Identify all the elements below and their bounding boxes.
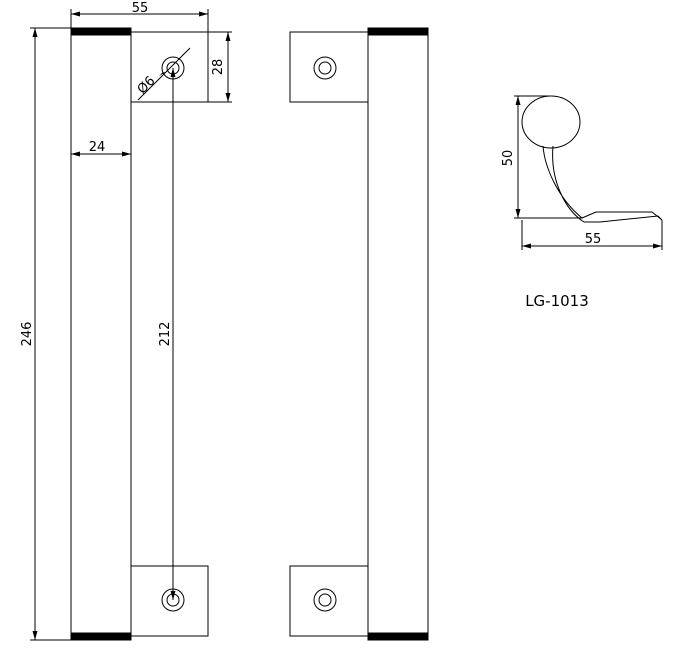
- dim-hole-spacing: 212: [158, 322, 173, 347]
- bar-cap-bottom: [367, 632, 429, 641]
- bar-cap-top: [367, 27, 429, 36]
- mount-block-top: [289, 31, 369, 103]
- screw-hole-inner: [318, 593, 332, 607]
- profile-view: [514, 95, 663, 250]
- model-code: LG-1013: [525, 292, 589, 310]
- front-view-left: [30, 9, 232, 641]
- dim-overall-length: 246: [20, 322, 35, 347]
- dim-profile-height: 50: [501, 150, 516, 167]
- handle-bar: [70, 27, 132, 641]
- screw-hole-outer: [313, 588, 337, 612]
- profile-arm: [542, 145, 663, 223]
- mount-block-bottom: [130, 565, 209, 637]
- dim-bar-width: 24: [89, 140, 106, 155]
- screw-hole-outer: [313, 56, 337, 80]
- dim-overall-width: 55: [132, 1, 149, 16]
- dim-hole-diameter: Ø6: [135, 74, 159, 98]
- bar-cap-bottom: [70, 632, 132, 641]
- bar-cap-top: [70, 27, 132, 36]
- profile-knob: [521, 95, 581, 149]
- handle-bar: [367, 27, 429, 641]
- dim-mount-height: 28: [211, 59, 226, 76]
- front-view-right: [289, 27, 429, 641]
- mount-block-top: [130, 31, 209, 103]
- mount-block-bottom: [289, 565, 369, 637]
- screw-hole-inner: [318, 61, 332, 75]
- dim-profile-depth: 55: [585, 232, 602, 247]
